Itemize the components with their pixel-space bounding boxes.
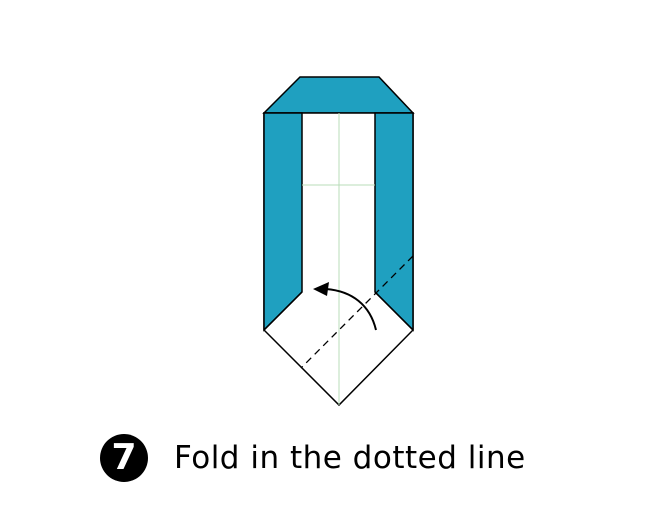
step-number-badge: 7 bbox=[100, 434, 148, 482]
top-flap bbox=[262, 76, 415, 114]
left-inner-diagonal bbox=[263, 291, 303, 331]
dashed-fold-line bbox=[300, 255, 414, 369]
right-inner-diagonal bbox=[374, 291, 414, 331]
curved-arrow-icon bbox=[325, 288, 377, 331]
arrow-head bbox=[313, 282, 329, 296]
step-instruction: Fold in the dotted line bbox=[174, 440, 526, 476]
